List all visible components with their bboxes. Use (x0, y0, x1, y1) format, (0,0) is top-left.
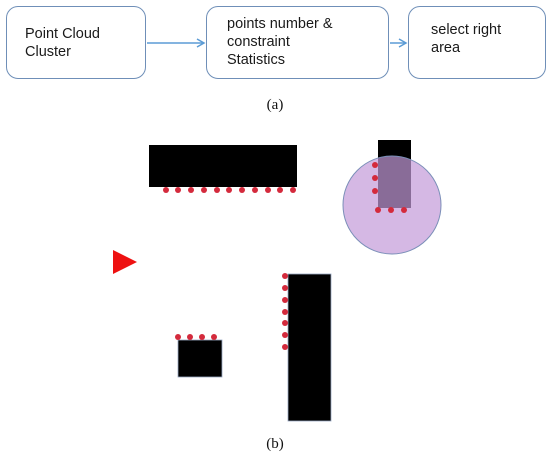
point (175, 187, 181, 193)
cluster-points-top-left (163, 187, 296, 193)
point (265, 187, 271, 193)
point (226, 187, 232, 193)
cluster-points-vertical (282, 273, 288, 350)
point (372, 188, 378, 194)
point (401, 207, 407, 213)
point (282, 309, 288, 315)
point (187, 334, 193, 340)
point (277, 187, 283, 193)
point (201, 187, 207, 193)
caption-b: (b) (266, 436, 284, 452)
obstacle-top-left (149, 145, 297, 187)
cluster-points-small (175, 334, 217, 340)
point (282, 320, 288, 326)
point (239, 187, 245, 193)
point (290, 187, 296, 193)
point (282, 273, 288, 279)
obstacle-small (177, 339, 223, 378)
flow-step-select-area: select right area (408, 6, 546, 79)
cluster-points-top-right (372, 162, 407, 213)
point (282, 332, 288, 338)
point (375, 207, 381, 213)
red-triangle-icon (113, 250, 137, 274)
flow-step-point-cloud-cluster: Point Cloud Cluster (6, 6, 146, 79)
flow-step-statistics: points number & constraint Statistics (206, 6, 389, 79)
point (372, 162, 378, 168)
point (163, 187, 169, 193)
point (282, 344, 288, 350)
point (282, 297, 288, 303)
point (282, 285, 288, 291)
point (211, 334, 217, 340)
point (188, 187, 194, 193)
obstacle-vertical (287, 273, 332, 422)
caption-a: (a) (266, 97, 284, 113)
point (372, 175, 378, 181)
point (199, 334, 205, 340)
point (175, 334, 181, 340)
point (252, 187, 258, 193)
point (388, 207, 394, 213)
point (214, 187, 220, 193)
selection-area (342, 155, 442, 255)
